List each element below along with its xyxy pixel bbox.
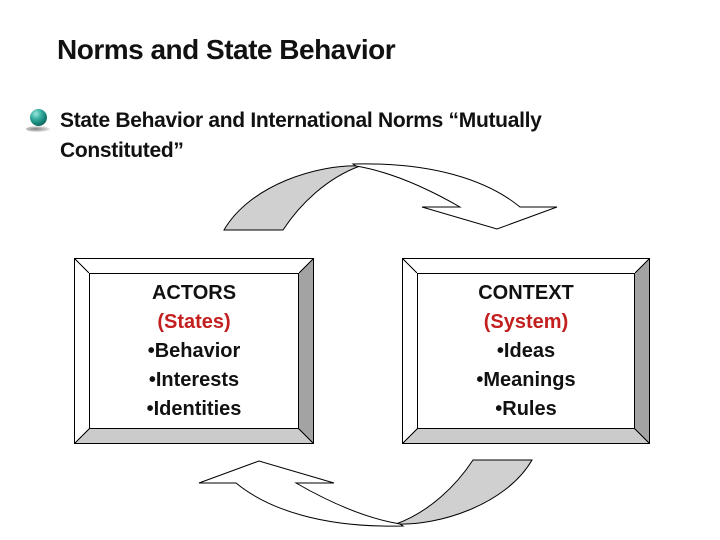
bullet-shadow: [26, 126, 50, 132]
box-item: •Identities: [146, 397, 242, 420]
box-title: CONTEXT: [478, 281, 574, 304]
frame-3d-border: [74, 258, 314, 444]
box-item: •Interests: [148, 368, 240, 391]
box-title: ACTORS: [151, 281, 237, 304]
actors-box-content: ACTORS (States) •Behavior •Interests •Id…: [89, 273, 299, 429]
box-item: •Ideas: [496, 339, 556, 362]
bullet-text-line: State Behavior and International Norms “…: [60, 109, 542, 132]
box-item: •Behavior: [147, 339, 241, 362]
box-subtitle: (System): [483, 310, 569, 333]
bullet-text-line: Constituted”: [60, 139, 184, 162]
bullet-text: State Behavior and International Norms “…: [60, 106, 620, 166]
box-item: •Meanings: [476, 368, 576, 391]
frame-3d-border: [402, 258, 650, 444]
globe-bullet-icon: [30, 109, 47, 126]
slide-title: Norms and State Behavior: [57, 34, 396, 65]
box-subtitle: (States): [157, 310, 231, 333]
cycle-arrow-top-icon: [223, 163, 558, 231]
context-box: CONTEXT (System) •Ideas •Meanings •Rules: [402, 258, 650, 444]
cycle-arrow-bottom-icon: [198, 459, 533, 527]
box-item: •Rules: [495, 397, 557, 420]
actors-box: ACTORS (States) •Behavior •Interests •Id…: [74, 258, 314, 444]
context-box-content: CONTEXT (System) •Ideas •Meanings •Rules: [417, 273, 635, 429]
